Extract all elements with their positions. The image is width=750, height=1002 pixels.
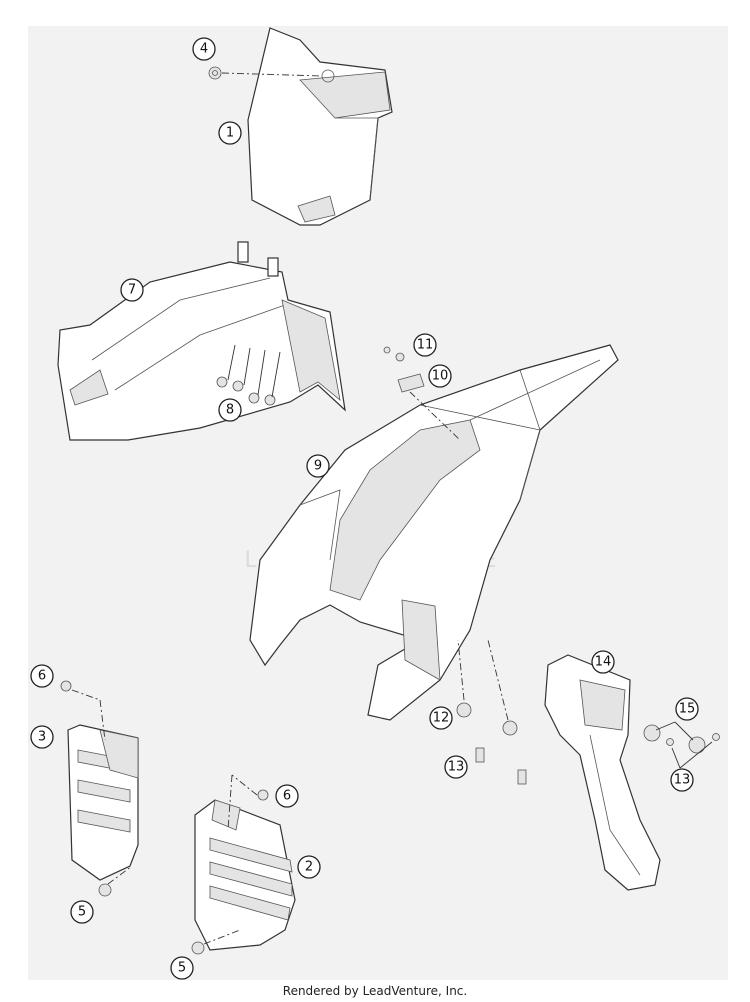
bolts-13-right[interactable] [666,733,720,746]
svg-text:5: 5 [178,961,186,976]
callout-5b: 5 [170,956,194,980]
footer-credit: Rendered by LeadVenture, Inc. [282,984,468,998]
callout-6a: 6 [30,664,54,688]
rear-fender[interactable] [249,344,619,721]
svg-text:7: 7 [128,283,136,298]
callout-1: 1 [218,121,242,145]
callout-3: 3 [30,725,54,749]
screw-6-right[interactable] [227,774,269,831]
front-number-plate[interactable] [247,27,393,226]
svg-text:13: 13 [448,760,465,775]
svg-text:15: 15 [679,702,696,717]
bolts-11[interactable] [383,346,405,362]
callout-12: 12 [429,706,453,730]
callout-5a: 5 [70,900,94,924]
svg-text:10: 10 [432,369,449,384]
svg-text:9: 9 [314,459,322,474]
radiator-shroud-left[interactable] [67,724,139,881]
screw-5-right[interactable] [191,929,241,955]
callout-13b: 13 [670,768,694,792]
callout-9: 9 [306,454,330,478]
svg-text:14: 14 [595,655,612,670]
svg-text:12: 12 [433,711,450,726]
callout-4: 4 [192,37,216,61]
screws-13[interactable] [457,639,527,785]
front-fender[interactable] [57,241,346,441]
svg-text:13: 13 [674,773,691,788]
svg-text:8: 8 [226,403,234,418]
svg-text:2: 2 [305,860,313,875]
svg-text:1: 1 [226,126,234,141]
nut-4[interactable] [208,66,323,80]
radiator-shroud-right[interactable] [194,799,296,951]
callout-8: 8 [218,398,242,422]
svg-text:11: 11 [417,338,434,353]
callout-14: 14 [591,650,615,674]
callout-7: 7 [120,278,144,302]
screw-5-left[interactable] [98,865,133,897]
callout-2: 2 [297,855,321,879]
svg-text:6: 6 [283,789,291,804]
screw-6-left[interactable] [60,680,106,741]
bolts-8[interactable] [216,344,281,406]
svg-text:4: 4 [200,42,208,57]
callout-6b: 6 [275,784,299,808]
side-panel[interactable] [544,654,661,891]
callout-15: 15 [675,697,699,721]
bracket-10[interactable] [397,373,461,441]
svg-text:6: 6 [38,669,46,684]
callout-13a: 13 [444,755,468,779]
svg-text:3: 3 [38,730,46,745]
callout-11: 11 [413,333,437,357]
callout-10: 10 [428,364,452,388]
svg-text:5: 5 [78,905,86,920]
washer-12[interactable] [456,702,518,736]
washers-15[interactable] [643,724,706,754]
